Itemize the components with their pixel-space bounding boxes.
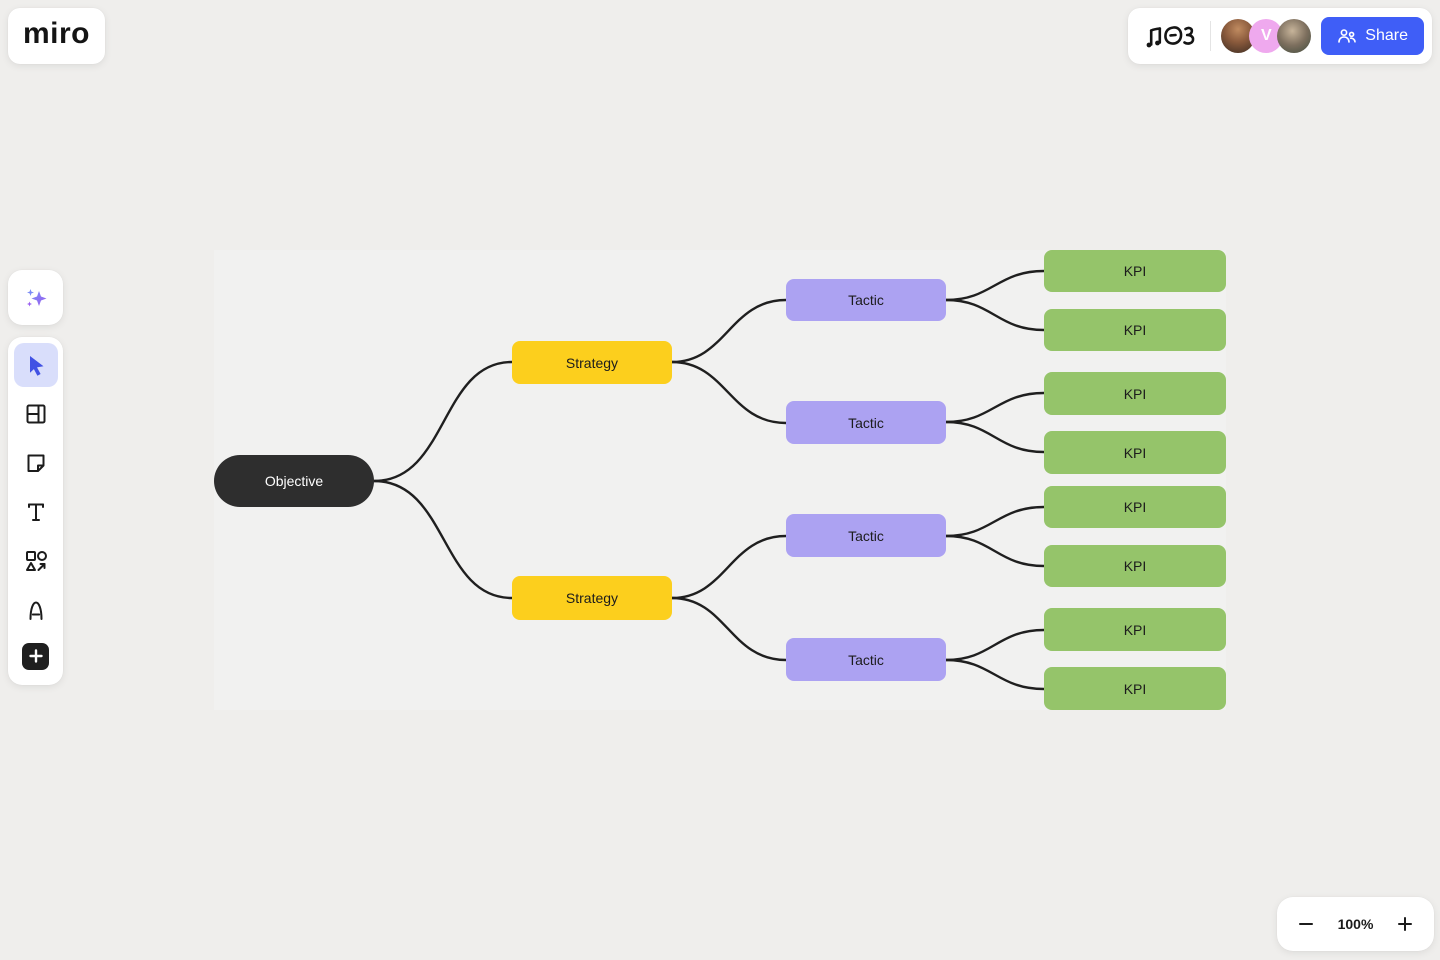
mindmap-node-tactic-3[interactable]: Tactic [786, 514, 946, 557]
miro-logo: miro [22, 17, 90, 50]
topbar-divider [1210, 21, 1212, 51]
shapes-tool-button[interactable] [14, 539, 58, 583]
shapes-icon [23, 548, 49, 574]
select-tool-button[interactable] [13, 343, 58, 387]
avatar-collaborator-3[interactable] [1277, 19, 1312, 53]
share-button-label: Share [1365, 27, 1408, 44]
mindmap-node-kpi-2[interactable]: KPI [1044, 309, 1226, 351]
sparkles-icon [22, 284, 50, 312]
mindmap-node-tactic-1[interactable]: Tactic [786, 279, 946, 321]
zoom-level[interactable]: 100% [1337, 916, 1374, 932]
sticky-note-icon [24, 451, 48, 475]
share-people-icon [1337, 28, 1357, 44]
templates-tool-button[interactable] [14, 392, 58, 436]
ai-assist-button[interactable] [8, 270, 63, 325]
text-tool-button[interactable] [14, 490, 58, 534]
cursor-icon [24, 353, 48, 377]
mindmap-node-objective[interactable]: Objective [214, 455, 374, 507]
mindmap-node-kpi-1[interactable]: KPI [1044, 250, 1226, 292]
mindmap-node-kpi-3[interactable]: KPI [1044, 372, 1226, 415]
zoom-in-button[interactable] [1386, 905, 1424, 943]
mindmap-node-tactic-4[interactable]: Tactic [786, 638, 946, 681]
plus-icon [22, 642, 49, 670]
tools-toolbar [8, 337, 63, 685]
mindmap-node-kpi-7[interactable]: KPI [1044, 608, 1226, 651]
mindmap-node-strategy-1[interactable]: Strategy [512, 341, 672, 384]
text-icon [24, 500, 48, 524]
pen-icon [24, 598, 48, 622]
layout-icon [24, 402, 48, 426]
pen-tool-button[interactable] [14, 588, 58, 632]
mindmap-node-kpi-8[interactable]: KPI [1044, 667, 1226, 710]
mindmap-node-strategy-2[interactable]: Strategy [512, 576, 672, 620]
mindmap-node-kpi-5[interactable]: KPI [1044, 486, 1226, 528]
zoom-out-button[interactable] [1287, 905, 1325, 943]
share-button[interactable]: Share [1321, 17, 1424, 55]
mindmap-node-kpi-6[interactable]: KPI [1044, 545, 1226, 587]
collaborator-avatars: V [1221, 19, 1312, 53]
music-timer-doodle-icon[interactable] [1142, 17, 1200, 55]
topbar: V Share [1128, 8, 1432, 64]
plus-icon [1398, 917, 1412, 931]
avatar-collaborator-2[interactable]: V [1249, 19, 1284, 53]
mindmap-node-kpi-4[interactable]: KPI [1044, 431, 1226, 474]
miro-logo-card[interactable]: miro [8, 8, 105, 64]
zoom-controls: 100% [1277, 897, 1434, 951]
mindmap-node-tactic-2[interactable]: Tactic [786, 401, 946, 444]
add-tool-button[interactable] [14, 637, 58, 675]
sticky-note-tool-button[interactable] [14, 441, 58, 485]
minus-icon [1299, 923, 1313, 925]
